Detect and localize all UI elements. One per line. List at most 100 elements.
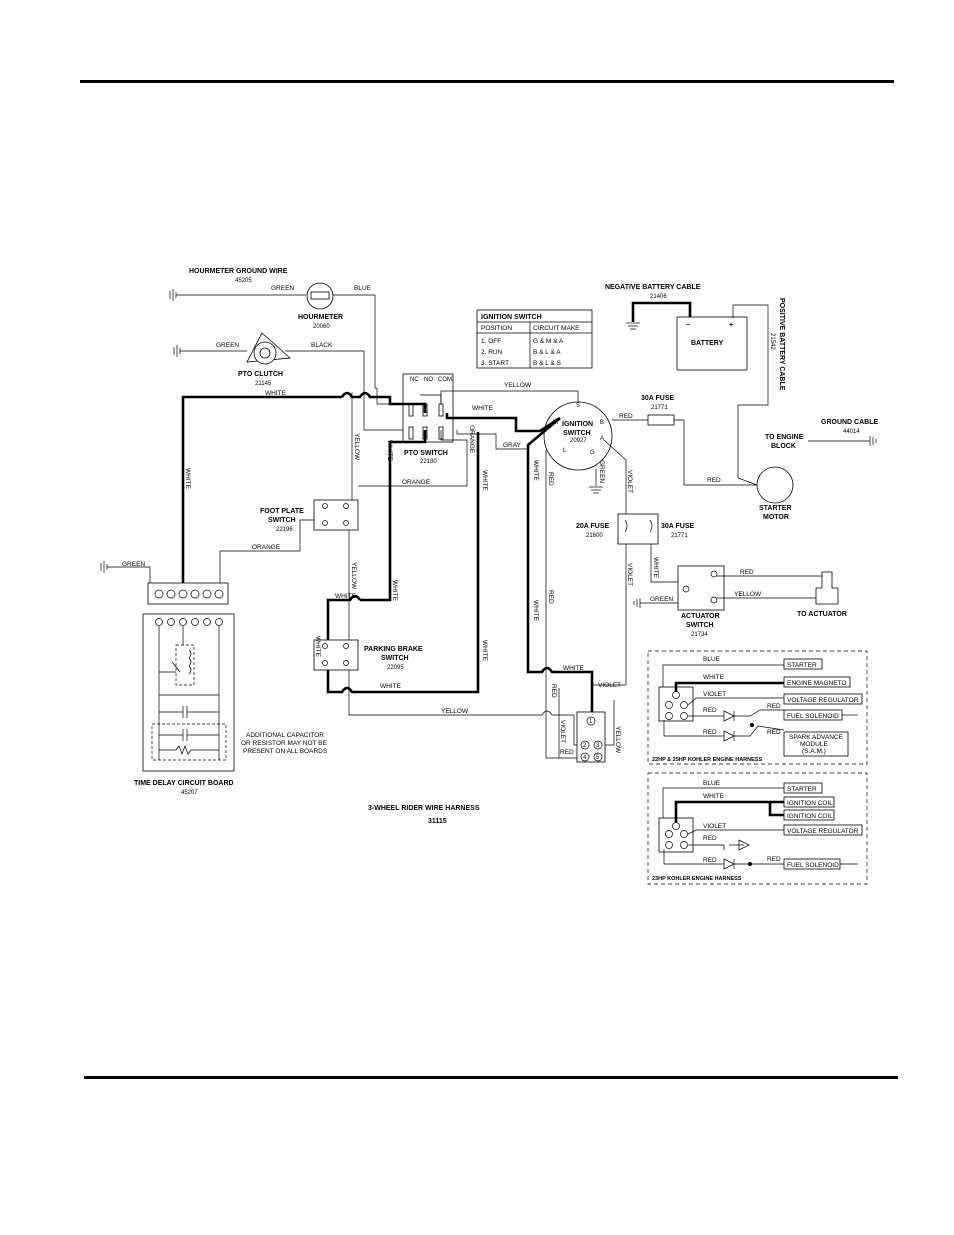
fuse-30a-mid-part: 21771 [671, 533, 688, 539]
table-row-run-circuit: B & L & A [533, 349, 561, 356]
ground-symbol-board [100, 561, 108, 573]
time-delay-board-part: 45207 [181, 790, 198, 796]
svg-text:B: B [600, 420, 604, 426]
ground-symbol-hourmeter [169, 289, 177, 301]
hourmeter-ground-wire-label: HOURMETER GROUND WIRE [189, 268, 288, 275]
capacitor-note-line2: OR RESISTOR MAY NOT BE [241, 740, 328, 747]
board-terminals [155, 618, 223, 626]
harness-title-line2: 31115 [428, 818, 447, 825]
svg-text:2: 2 [583, 743, 587, 749]
wire-label-blue: BLUE [354, 285, 372, 292]
svg-text:WHITE: WHITE [703, 674, 725, 681]
hourmeter-ground-wire-part: 45205 [235, 278, 252, 284]
wire-label-white-mid: WHITE [391, 580, 398, 602]
wire-label-red-ig: RED [547, 472, 554, 486]
table-row-start-circuit: B & L & S [533, 360, 562, 367]
ground-symbol-battery [626, 322, 640, 330]
wire-label-white-ig1: WHITE [532, 460, 539, 482]
svg-text:FUEL SOLENOID: FUEL SOLENOID [787, 862, 839, 869]
hourmeter-label: HOURMETER [298, 314, 343, 321]
svg-text:NO: NO [424, 377, 433, 383]
svg-text:MODULE: MODULE [800, 741, 828, 748]
battery-plus: + [729, 322, 733, 329]
svg-text:RED: RED [703, 729, 717, 736]
pto-clutch-part: 21145 [255, 381, 272, 387]
table-title: IGNITION SWITCH [481, 314, 542, 321]
svg-text:SPARK ADVANCE: SPARK ADVANCE [789, 734, 844, 741]
fuse-block [617, 513, 659, 545]
svg-text:5: 5 [596, 755, 600, 761]
table-row-run-position: 2. RUN [481, 349, 503, 356]
wire-label-red-ig2: RED [547, 590, 554, 604]
wire-label-white-ig2: WHITE [532, 600, 539, 622]
svg-text:BLUE: BLUE [703, 656, 721, 663]
wire-label-red-1: RED [619, 413, 633, 420]
svg-text:S: S [576, 403, 580, 409]
engine-connector-pins: 1 2 3 4 5 [580, 716, 603, 762]
ignition-switch-table: IGNITION SWITCH POSITION CIRCUIT MAKE 1.… [476, 309, 593, 369]
svg-text:VIOLET: VIOLET [703, 823, 726, 830]
table-row-off-position: 1. OFF [481, 338, 501, 345]
starter-motor-line1: STARTER [759, 505, 792, 512]
parking-brake-switch [313, 639, 359, 671]
wire-label-white-eng: WHITE [563, 665, 585, 672]
ground-symbol-ignition [589, 486, 603, 494]
svg-text:RED: RED [767, 703, 781, 710]
svg-text:IGNITION COIL: IGNITION COIL [787, 800, 833, 807]
svg-text:RED: RED [767, 856, 781, 863]
ignition-switch: IGNITION SWITCH 20927 S M B A L G [543, 401, 613, 471]
table-header-position: POSITION [481, 325, 512, 332]
pto-switch: NC NO COM [402, 373, 454, 443]
wire-label-violet-eng: VIOLET [559, 720, 566, 743]
svg-text:IGNITION COIL: IGNITION COIL [787, 813, 833, 820]
wire-label-red-act: RED [740, 569, 754, 576]
pto-switch-part: 22180 [420, 459, 437, 465]
ground-symbol-pto [173, 345, 181, 357]
wire-label-orange-board: ORANGE [252, 544, 281, 551]
svg-text:L: L [563, 448, 567, 454]
harness-title-line1: 3-WHEEL RIDER WIRE HARNESS [368, 805, 480, 812]
positive-battery-cable-label: POSITIVE BATTERY CABLE [778, 298, 785, 391]
wire-label-red-eng: RED [550, 684, 557, 698]
foot-plate-part: 22196 [276, 527, 293, 533]
svg-text:STARTER: STARTER [787, 662, 817, 669]
actuator-switch-part: 21734 [691, 632, 708, 638]
wire-label-white-pb: WHITE [335, 593, 357, 600]
svg-text:RED: RED [703, 857, 717, 864]
fuse-30a-mid-label: 30A FUSE [661, 523, 695, 530]
time-delay-board-label: TIME DELAY CIRCUIT BOARD [134, 780, 234, 787]
hourmeter-icon [306, 282, 334, 310]
wire-label-green-pto: GREEN [216, 342, 239, 349]
svg-text:4: 4 [583, 755, 587, 761]
wire-label-white-right2: WHITE [481, 640, 488, 662]
kohler-22-25-caption: 22HP & 25HP KOHLER ENGINE HARNESS [652, 757, 762, 763]
wire-label-black: BLACK [311, 342, 333, 349]
actuator-switch-line1: ACTUATOR [681, 613, 720, 620]
bottom-rule [84, 1076, 898, 1079]
foot-plate-switch [313, 499, 359, 531]
svg-text:RED: RED [703, 835, 717, 842]
fuse-30a-top-part: 21771 [651, 405, 668, 411]
capacitor-note-line1: ADDITIONAL CAPACITOR [246, 732, 324, 739]
wire-label-green-act: GREEN [650, 596, 673, 603]
svg-text:RED: RED [703, 707, 717, 714]
svg-text:NC: NC [410, 377, 419, 383]
foot-plate-line1: FOOT PLATE [260, 508, 304, 515]
svg-text:WHITE: WHITE [703, 793, 725, 800]
kohler-22-25-harness: BLUE STARTER WHITE ENGINE MAGNETO VIOLET… [647, 650, 868, 765]
k23-blue: BLUE [703, 780, 721, 787]
fuse-30a-top-label: 30A FUSE [641, 395, 675, 402]
svg-text:SWITCH: SWITCH [563, 430, 591, 437]
pto-switch-label: PTO SWITCH [404, 450, 448, 457]
wire-label-white-pto2: WHITE [386, 440, 393, 462]
wire-label-red-2: RED [707, 477, 721, 484]
to-actuator-label: TO ACTUATOR [797, 611, 847, 618]
starter-motor-icon [756, 466, 794, 504]
wire-label-white-pb2: WHITE [314, 636, 321, 658]
wire-label-yellow-fp: YELLOW [350, 562, 357, 590]
negative-battery-cable-label: NEGATIVE BATTERY CABLE [605, 284, 701, 291]
svg-text:A: A [600, 436, 604, 442]
fuse-20a-label: 20A FUSE [576, 523, 610, 530]
wire-label-yellow-eng: YELLOW [614, 726, 621, 754]
svg-text:G: G [590, 450, 595, 456]
